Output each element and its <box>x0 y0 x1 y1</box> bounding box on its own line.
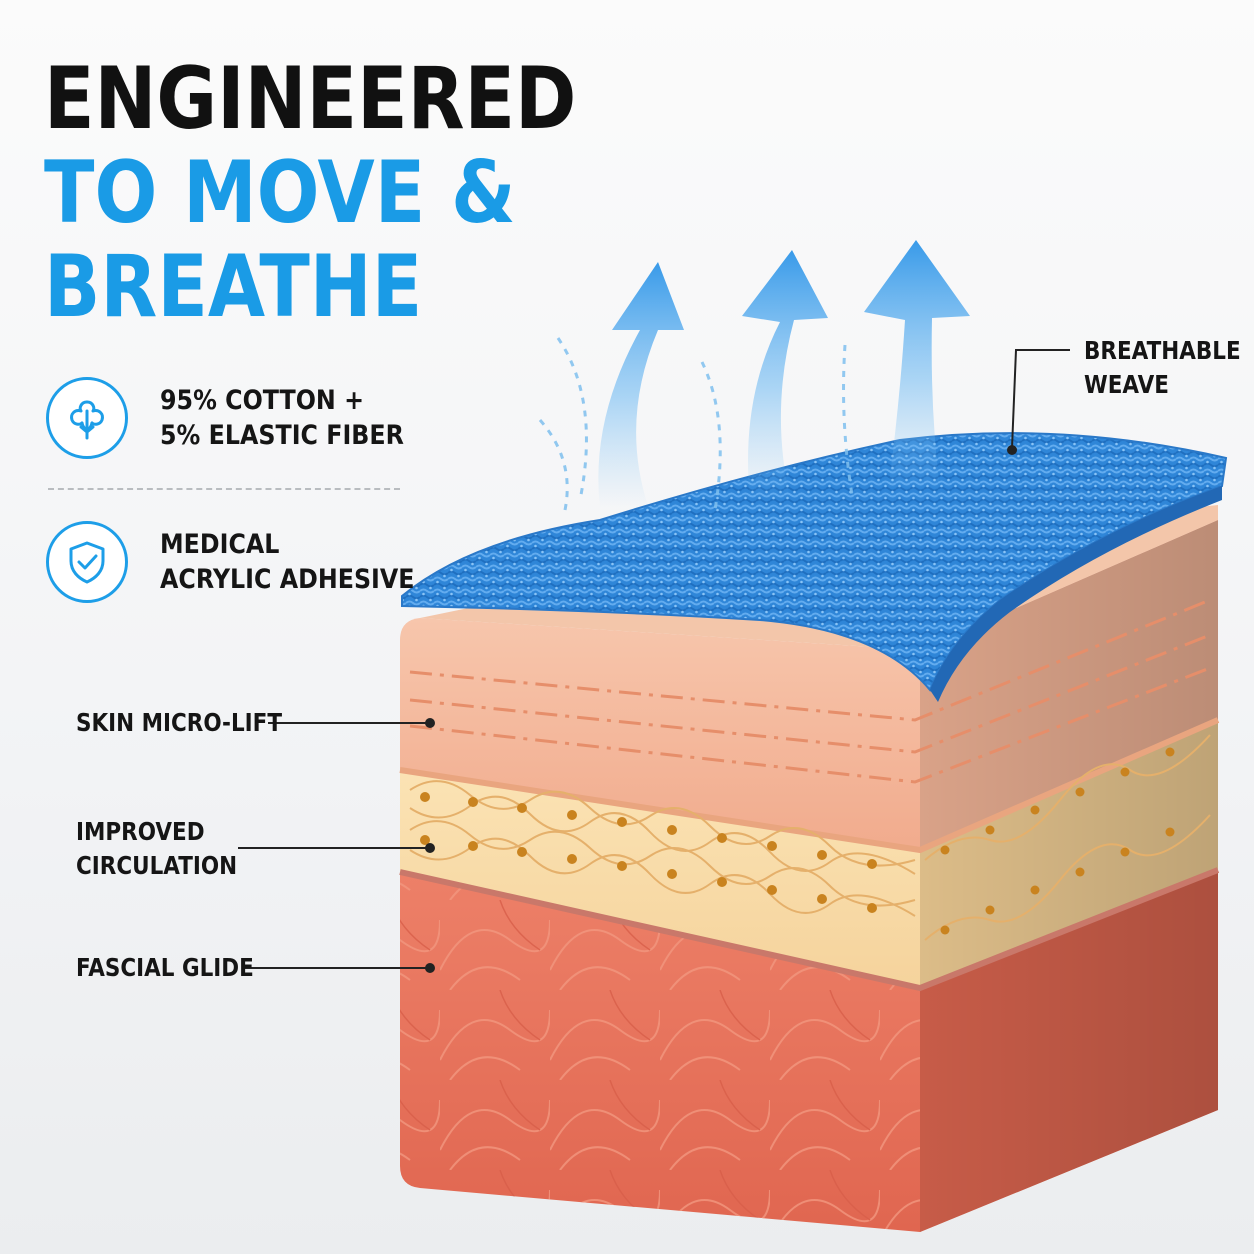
callout-breathable-weave: BREATHABLE WEAVE <box>1084 334 1241 402</box>
feature-adhesive-line-1: MEDICAL <box>160 529 280 560</box>
feature-cotton: 95% COTTON + 5% ELASTIC FIBER <box>46 377 437 459</box>
callout-fascia-line-1: FASCIAL GLIDE <box>76 953 254 982</box>
airflow-arrow-right <box>864 240 970 492</box>
feature-adhesive: MEDICAL ACRYLIC ADHESIVE <box>46 521 449 603</box>
skin-layer <box>400 618 920 850</box>
feature-adhesive-line-2: ACRYLIC ADHESIVE <box>160 564 415 595</box>
callout-improved-circulation: IMPROVED CIRCULATION <box>76 815 237 883</box>
cotton-icon <box>46 377 128 459</box>
callout-breathable-line-2: WEAVE <box>1084 370 1169 399</box>
callout-fascial-glide: FASCIAL GLIDE <box>76 951 254 985</box>
feature-divider <box>48 488 400 490</box>
airflow-arrow-middle <box>742 250 828 500</box>
headline: ENGINEERED TO MOVE & BREATHE <box>44 52 663 334</box>
callout-skin-micro-lift: SKIN MICRO-LIFT <box>76 706 282 740</box>
callout-breathable-line-1: BREATHABLE <box>1084 336 1241 365</box>
airflow-arrow-left <box>598 262 684 508</box>
callout-skin-line-1: SKIN MICRO-LIFT <box>76 708 283 737</box>
feature-cotton-line-2: 5% ELASTIC FIBER <box>160 420 404 451</box>
headline-line-2: TO MOVE & <box>44 143 516 243</box>
headline-line-3: BREATHE <box>44 237 423 337</box>
shield-check-icon <box>46 521 128 603</box>
headline-line-1: ENGINEERED <box>44 49 577 149</box>
callout-circulation-line-2: CIRCULATION <box>76 851 238 880</box>
feature-cotton-line-1: 95% COTTON + <box>160 385 365 416</box>
callout-circulation-line-1: IMPROVED <box>76 817 205 846</box>
breathable-leader-line <box>1011 349 1070 449</box>
fat-layer <box>400 770 920 988</box>
